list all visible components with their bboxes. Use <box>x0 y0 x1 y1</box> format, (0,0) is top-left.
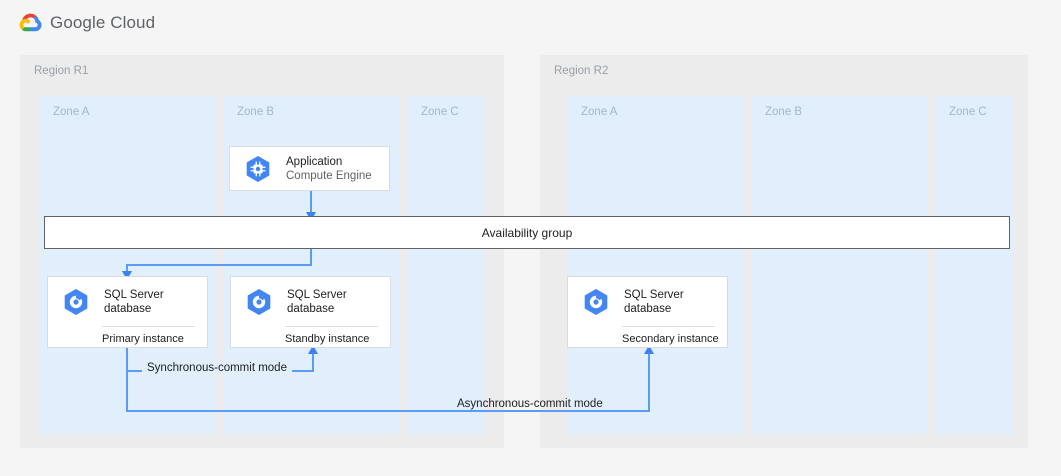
region-r1-label: Region R1 <box>34 65 89 77</box>
standby-database-footer: Standby instance <box>285 333 370 345</box>
zone-r2-a-label: Zone A <box>581 106 618 118</box>
application-title: Application <box>286 155 343 168</box>
connector-ag-across <box>126 264 312 266</box>
zone-r2-b-label: Zone B <box>765 106 803 118</box>
availability-group-label: Availability group <box>481 225 573 240</box>
availability-group-bar[interactable]: Availability group <box>44 216 1010 249</box>
application-subtitle: Compute Engine <box>286 170 372 182</box>
secondary-database-title: SQL Server database <box>624 288 684 315</box>
region-r2-label: Region R2 <box>554 65 609 77</box>
arrowhead-sync-to-standby <box>308 345 318 354</box>
sql-server-database-icon <box>243 286 275 318</box>
connector-async-up <box>648 352 650 411</box>
standby-database-title: SQL Server database <box>287 288 347 315</box>
arrowhead-async-to-secondary <box>644 345 654 354</box>
connector-async-down <box>126 348 128 411</box>
secondary-database-footer: Secondary instance <box>622 333 719 345</box>
zone-r2-c-label: Zone C <box>949 106 987 118</box>
sql-server-database-icon <box>580 286 612 318</box>
connector-async-across <box>126 410 650 412</box>
label-synchronous-commit-mode: Synchronous-commit mode <box>142 362 292 374</box>
zone-r1-b-label: Zone B <box>237 106 275 118</box>
card-secondary-database[interactable]: SQL Server database Secondary instance <box>567 276 728 348</box>
zone-r2-a: Zone A <box>568 96 744 434</box>
brand-cloud: Cloud <box>110 13 156 32</box>
connector-app-to-ag <box>310 190 312 216</box>
card-divider <box>622 326 715 327</box>
connector-ag-down <box>310 249 312 265</box>
card-application[interactable]: Application Compute Engine <box>229 146 390 191</box>
compute-engine-icon <box>242 153 274 185</box>
primary-database-title: SQL Server database <box>104 288 164 315</box>
connector-ag-to-primary <box>126 264 128 276</box>
sql-server-database-icon <box>60 286 92 318</box>
zone-r1-a-label: Zone A <box>53 106 90 118</box>
card-divider <box>102 326 195 327</box>
connector-sync-up <box>312 352 314 371</box>
google-cloud-logo-icon <box>18 11 44 37</box>
zone-r1-c-label: Zone C <box>421 106 459 118</box>
label-asynchronous-commit-mode: Asynchronous-commit mode <box>457 398 603 410</box>
card-primary-database[interactable]: SQL Server database Primary instance <box>47 276 208 348</box>
card-standby-database[interactable]: SQL Server database Standby instance <box>230 276 391 348</box>
zone-r1-c: Zone C <box>408 96 484 434</box>
zone-r2-c: Zone C <box>936 96 1013 434</box>
brand-wordmark: Google Cloud <box>50 13 155 33</box>
arrowhead-ag-to-primary <box>122 271 132 280</box>
primary-database-footer: Primary instance <box>102 333 184 345</box>
page-header: Google Cloud <box>0 0 1061 48</box>
card-divider <box>285 326 378 327</box>
zone-r2-b: Zone B <box>752 96 928 434</box>
brand-google: Google <box>50 13 106 32</box>
